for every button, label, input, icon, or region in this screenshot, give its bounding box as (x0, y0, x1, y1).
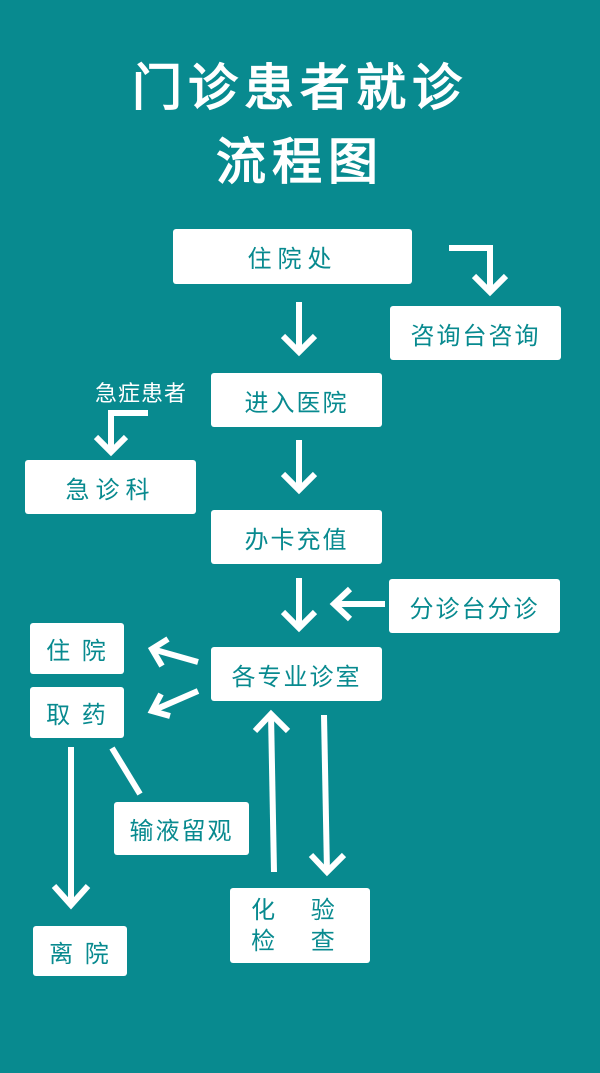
node-infusion-observation: 输液留观 (114, 802, 249, 855)
arrow-specialty-to-lab (321, 714, 330, 873)
arrowhead-hospitalize (147, 636, 170, 668)
node-card-recharge: 办卡充值 (211, 510, 382, 564)
node-consult-desk: 咨询台咨询 (390, 306, 561, 360)
node-lab-test: 化 验 检 查 (230, 888, 370, 963)
node-get-medicine: 取 药 (30, 687, 124, 738)
node-hospitalize: 住 院 (30, 623, 124, 674)
arrow-specialty-to-medicine (150, 688, 200, 714)
arrowhead-triage (329, 586, 353, 622)
arrowhead-emergency-dept (93, 434, 129, 457)
arrow-admission-to-consult (449, 245, 493, 292)
node-specialty-clinics: 各专业诊室 (211, 647, 382, 701)
arrowhead-lab (308, 852, 347, 877)
arrowhead-specialty (280, 609, 318, 633)
node-emergency-dept: 急诊科 (25, 460, 196, 514)
arrowhead-card (280, 471, 318, 495)
node-admission-office: 住院处 (173, 229, 412, 284)
arrow-emergency-elbow (108, 410, 148, 452)
lab-test-line2: 检 查 (251, 926, 349, 955)
arrow-specialty-to-hospitalize (151, 646, 199, 665)
label-emergency-patient: 急症患者 (95, 382, 188, 407)
arrowhead-up-specialty (252, 709, 291, 734)
arrowhead-leave (51, 883, 91, 910)
diagram-title-line2: 流程图 (216, 133, 384, 191)
node-enter-hospital: 进入医院 (211, 373, 382, 427)
arrowhead-enter (280, 333, 318, 357)
arrowhead-medicine (147, 692, 171, 719)
lab-test-line1: 化 验 (251, 895, 349, 924)
diagram-title-line1: 门诊患者就诊 (132, 59, 468, 117)
arrow-lab-to-specialty (268, 713, 277, 873)
arrowhead-consult (471, 273, 509, 297)
connector-medicine-to-infusion (109, 746, 143, 796)
node-leave-hospital: 离 院 (33, 926, 127, 976)
node-triage-desk: 分诊台分诊 (389, 579, 560, 633)
